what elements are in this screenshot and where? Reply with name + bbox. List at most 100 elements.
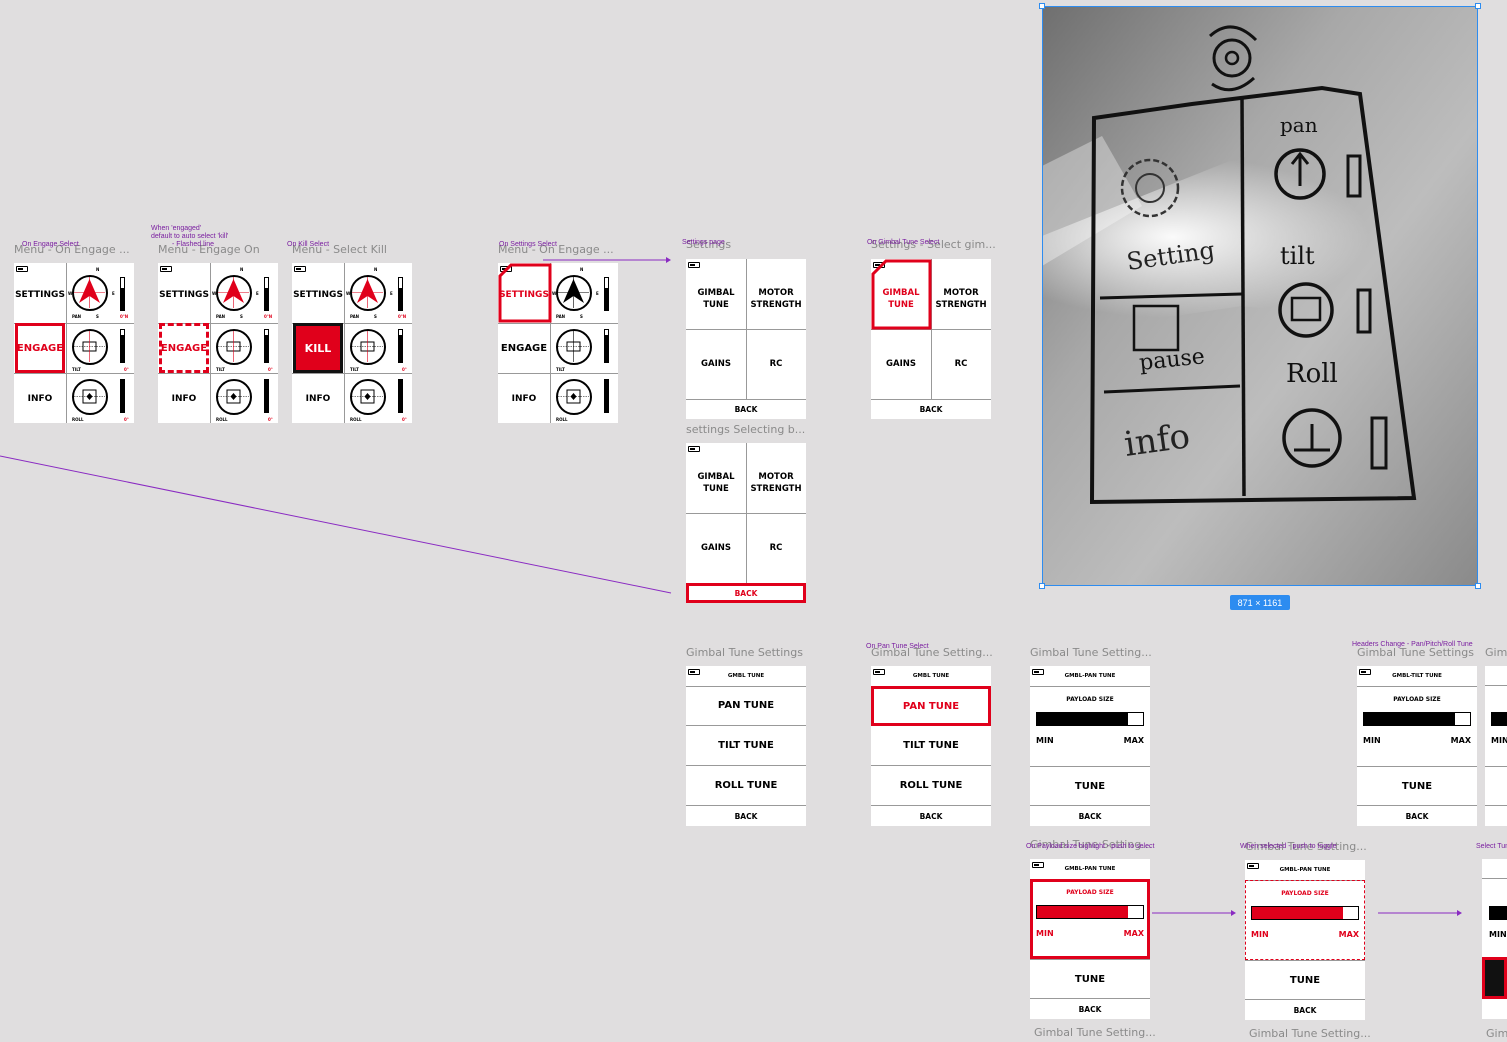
pan-tune-button[interactable]: PAN TUNE xyxy=(686,686,806,726)
pan-tune-frame[interactable]: GMBL-PAN TUNE PAYLOAD SIZE MIN MAX TUNE … xyxy=(1030,666,1150,826)
compass-e: E xyxy=(112,291,115,296)
flow-annotation: When 'engaged' xyxy=(151,225,202,232)
tilt-tune-button[interactable]: TILT TUNE xyxy=(871,726,991,766)
info-button[interactable]: INFO xyxy=(27,394,53,404)
frame-title[interactable]: Menu - On Engage ... xyxy=(498,243,614,256)
frame-title[interactable]: Gimbal Tune Setting... xyxy=(1030,838,1152,851)
back-button[interactable]: BACK xyxy=(686,583,806,603)
kill-button[interactable]: KILL xyxy=(293,323,343,373)
resize-handle[interactable] xyxy=(1475,3,1481,9)
roll-tune-button[interactable]: ROLL TUNE xyxy=(686,766,806,806)
menu-frame-kill-select[interactable]: SETTINGS KILL INFO N W E PAN S 0°N xyxy=(292,263,412,423)
resize-handle[interactable] xyxy=(1039,3,1045,9)
frame-title[interactable]: Gim xyxy=(1485,646,1507,659)
rc-button[interactable]: RC xyxy=(954,359,968,369)
pan-tune-frame-payload-selected[interactable]: GMBL-PAN TUNE PAYLOAD SIZE MIN MAX TUNE … xyxy=(1245,860,1365,1020)
whiteboard-sketch-image[interactable]: Setting pause info pan tilt Roll xyxy=(1042,6,1478,586)
back-button[interactable]: BACK xyxy=(1293,1005,1317,1015)
frame-title[interactable]: Gim xyxy=(1486,1027,1507,1040)
tune-button[interactable]: TUNE xyxy=(1245,960,1365,1000)
frame-title[interactable]: Gimbal Tune Setting... xyxy=(1034,1026,1156,1039)
frame-title[interactable]: Settings - Select gim... xyxy=(871,238,996,251)
payload-size-slider[interactable] xyxy=(1251,906,1359,920)
payload-size-slider[interactable] xyxy=(1491,712,1507,726)
tilt-gauge: TILT 0° xyxy=(210,323,278,373)
info-button[interactable]: INFO xyxy=(305,394,331,404)
frame-title[interactable]: Settings xyxy=(686,238,732,251)
settings-button[interactable]: SETTINGS xyxy=(159,290,209,300)
settings-button[interactable]: SETTINGS xyxy=(499,290,549,300)
tilt-level-bar xyxy=(120,329,125,363)
payload-size-slider[interactable] xyxy=(1363,712,1471,726)
back-button[interactable]: BACK xyxy=(919,404,943,414)
frame-title[interactable]: settings Selecting b... xyxy=(686,423,806,436)
back-button[interactable]: BACK xyxy=(919,811,943,821)
header-title: GMBL TUNE xyxy=(871,666,991,687)
frame-title[interactable]: Menu - Engage On xyxy=(158,243,260,256)
resize-handle[interactable] xyxy=(1475,583,1481,589)
frame-title[interactable]: Menu - On Engage ... xyxy=(14,243,130,256)
rc-button[interactable]: RC xyxy=(769,543,783,553)
tilt-tune-frame[interactable]: GMBL-TILT TUNE PAYLOAD SIZE MIN MAX TUNE… xyxy=(1357,666,1477,826)
menu-frame-engage-select[interactable]: SETTINGS ENGAGE INFO N W E PAN S 0°N xyxy=(14,263,134,423)
pan-tune-frame-payload-highlight[interactable]: GMBL-PAN TUNE PAYLOAD SIZE MIN MAX TUNE … xyxy=(1030,859,1150,1019)
back-button[interactable]: BACK xyxy=(734,404,758,414)
tune-button[interactable]: TUNE xyxy=(1030,959,1150,999)
roll-tune-button[interactable]: ROLL TUNE xyxy=(871,766,991,806)
gains-button[interactable]: GAINS xyxy=(701,543,731,553)
frame-title[interactable]: Gimbal Tune Setting... xyxy=(1249,1027,1371,1040)
frame-title[interactable]: Gimbal Tune Setting... xyxy=(1030,646,1152,659)
partial-select-tune-frame[interactable]: MIN xyxy=(1482,859,1507,1019)
frame-title[interactable]: Gimbal Tune Setting... xyxy=(1245,840,1367,853)
tune-button[interactable]: TUNE xyxy=(1357,766,1477,806)
gimbal-tune-frame-pan-select[interactable]: GMBL TUNE PAN TUNE TILT TUNE ROLL TUNE B… xyxy=(871,666,991,826)
resize-handle[interactable] xyxy=(1039,583,1045,589)
tilt-icon xyxy=(350,329,386,365)
info-button[interactable]: INFO xyxy=(511,394,537,404)
gains-button[interactable]: GAINS xyxy=(701,359,731,369)
gimbal-tune-frame[interactable]: GMBL TUNE PAN TUNE TILT TUNE ROLL TUNE B… xyxy=(686,666,806,826)
partial-tune-frame[interactable]: MIN xyxy=(1485,666,1507,826)
battery-icon xyxy=(1247,863,1259,869)
settings-button[interactable]: SETTINGS xyxy=(15,290,65,300)
payload-size-slider[interactable] xyxy=(1036,712,1144,726)
info-button[interactable]: INFO xyxy=(171,394,197,404)
battery-icon xyxy=(294,266,306,272)
back-button[interactable]: BACK xyxy=(1405,811,1429,821)
back-button[interactable]: BACK xyxy=(734,811,758,821)
flow-annotation: On Pan Tune Select xyxy=(866,643,929,650)
frame-title[interactable]: Gimbal Tune Settings xyxy=(686,646,803,659)
payload-size-slider[interactable] xyxy=(1036,905,1144,919)
tune-button-selected[interactable] xyxy=(1482,957,1507,999)
roll-gauge: ROLL xyxy=(550,373,618,423)
selection-outline xyxy=(1042,6,1478,586)
menu-frame-engage-on[interactable]: SETTINGS ENGAGE INFO N W E PAN S 0°N xyxy=(158,263,278,423)
frame-title[interactable]: Menu - Select Kill xyxy=(292,243,387,256)
tilt-tune-button[interactable]: TILT TUNE xyxy=(686,726,806,766)
back-button[interactable]: BACK xyxy=(1078,811,1102,821)
engage-button[interactable]: ENGAGE xyxy=(500,342,548,354)
engage-button[interactable]: ENGAGE xyxy=(159,323,209,373)
rc-button[interactable]: RC xyxy=(769,359,783,369)
pan-tune-button[interactable]: PAN TUNE xyxy=(871,686,991,726)
payload-size-slider[interactable] xyxy=(1489,906,1507,920)
frame-title[interactable]: Gimbal Tune Settings xyxy=(1357,646,1474,659)
menu-frame-settings-select[interactable]: SETTINGS ENGAGE INFO N W E PAN S xyxy=(498,263,618,423)
settings-button[interactable]: SETTINGS xyxy=(293,290,343,300)
engage-button[interactable]: ENGAGE xyxy=(15,323,65,373)
back-button[interactable]: BACK xyxy=(1078,1004,1102,1014)
gains-button[interactable]: GAINS xyxy=(886,359,916,369)
tune-button[interactable]: TUNE xyxy=(1030,766,1150,806)
frame-title[interactable]: Gimbal Tune Setting... xyxy=(871,646,993,659)
